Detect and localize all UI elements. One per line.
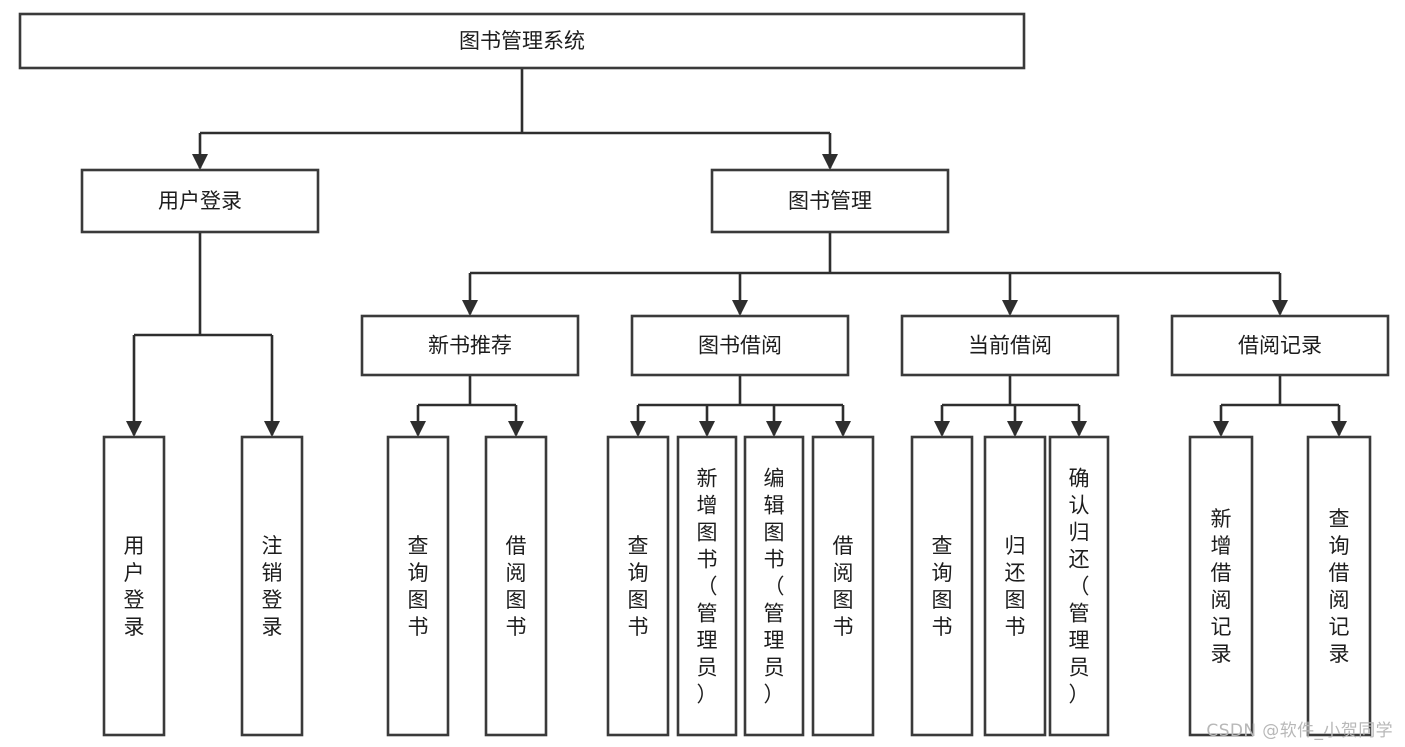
connector-layer [126, 68, 1347, 437]
node-label: 新书推荐 [428, 334, 512, 358]
arrow-head-icon [508, 421, 524, 437]
node-box[interactable] [710, 168, 950, 234]
connector-new-book-recommend-to-leaves [418, 375, 516, 407]
node-leaf-confirm-return[interactable]: 确认归还（管理员） [1048, 435, 1110, 737]
arrow-head-icon [462, 300, 478, 316]
node-leaf-user-login[interactable]: 用户登录 [102, 435, 166, 737]
node-box[interactable] [240, 435, 304, 737]
node-box[interactable] [900, 314, 1120, 377]
node-label: 查询图书 [628, 534, 649, 639]
node-box[interactable] [606, 435, 670, 737]
arrow-head-icon [732, 300, 748, 316]
node-leaf-query-record[interactable]: 查询借阅记录 [1306, 435, 1372, 737]
node-box[interactable] [1048, 435, 1110, 737]
node-box[interactable] [811, 435, 875, 737]
node-box[interactable] [910, 435, 974, 737]
node-new-book-recommend[interactable]: 新书推荐 [360, 314, 580, 377]
arrow-head-icon [1007, 421, 1023, 437]
arrow-head-icon [264, 421, 280, 437]
node-leaf-edit-book[interactable]: 编辑图书（管理员） [743, 435, 805, 737]
connector-bookmanage-to-level3 [470, 232, 1280, 275]
arrow-head-icon [1272, 300, 1288, 316]
arrow-head-icon [192, 154, 208, 170]
node-label: 新增借阅记录 [1211, 507, 1232, 666]
node-label: 新增图书（管理员） [697, 467, 718, 707]
node-root[interactable]: 图书管理系统 [18, 12, 1026, 70]
connector-borrow-record-to-leaves [1221, 375, 1339, 407]
arrow-head-icon [410, 421, 426, 437]
node-box[interactable] [360, 314, 580, 377]
node-leaf-query-book-3[interactable]: 查询图书 [910, 435, 974, 737]
connector-root-to-level2 [200, 68, 830, 135]
arrow-head-icon [1213, 421, 1229, 437]
node-label: 确认归还（管理员） [1069, 467, 1090, 707]
node-current-borrow[interactable]: 当前借阅 [900, 314, 1120, 377]
node-user-login[interactable]: 用户登录 [80, 168, 320, 234]
arrow-head-icon [1002, 300, 1018, 316]
node-box[interactable] [484, 435, 548, 737]
node-box[interactable] [1306, 435, 1372, 737]
arrow-head-icon [822, 154, 838, 170]
arrow-head-icon [630, 421, 646, 437]
arrow-head-icon [126, 421, 142, 437]
node-leaf-borrow-book-1[interactable]: 借阅图书 [484, 435, 548, 737]
node-box[interactable] [630, 314, 850, 377]
node-label: 归还图书 [1005, 534, 1026, 639]
node-book-borrow[interactable]: 图书借阅 [630, 314, 850, 377]
node-label: 查询图书 [408, 534, 429, 639]
watermark-text: CSDN @软件_小贺同学 [1206, 721, 1393, 741]
node-label: 图书管理系统 [459, 29, 585, 53]
node-box[interactable] [1188, 435, 1254, 737]
node-label: 图书管理 [788, 189, 872, 213]
node-leaf-query-book-1[interactable]: 查询图书 [386, 435, 450, 737]
node-book-manage[interactable]: 图书管理 [710, 168, 950, 234]
node-label: 借阅图书 [506, 534, 527, 639]
node-box[interactable] [18, 12, 1026, 70]
connector-userlogin-to-leaves [134, 232, 272, 337]
node-label: 借阅记录 [1238, 334, 1322, 358]
node-label: 借阅图书 [833, 534, 854, 639]
arrow-head-icon [835, 421, 851, 437]
node-box[interactable] [676, 435, 738, 737]
node-leaf-logout[interactable]: 注销登录 [240, 435, 304, 737]
arrow-head-icon [699, 421, 715, 437]
node-label: 用户登录 [124, 534, 145, 639]
node-label: 用户登录 [158, 189, 242, 213]
node-box[interactable] [102, 435, 166, 737]
connector-current-borrow-to-leaves [942, 375, 1079, 407]
node-leaf-return-book[interactable]: 归还图书 [983, 435, 1047, 737]
node-borrow-record[interactable]: 借阅记录 [1170, 314, 1390, 377]
node-leaf-borrow-book-2[interactable]: 借阅图书 [811, 435, 875, 737]
arrow-head-icon [766, 421, 782, 437]
node-leaf-add-book[interactable]: 新增图书（管理员） [676, 435, 738, 737]
node-label: 查询图书 [932, 534, 953, 639]
node-leaf-add-record[interactable]: 新增借阅记录 [1188, 435, 1254, 737]
connector-book-borrow-to-leaves [638, 375, 843, 407]
node-label: 查询借阅记录 [1329, 507, 1350, 666]
arrow-head-icon [1071, 421, 1087, 437]
node-label: 当前借阅 [968, 334, 1052, 358]
node-box[interactable] [1170, 314, 1390, 377]
node-leaf-query-book-2[interactable]: 查询图书 [606, 435, 670, 737]
node-box[interactable] [80, 168, 320, 234]
node-box[interactable] [983, 435, 1047, 737]
node-label: 注销登录 [262, 534, 283, 639]
node-label: 图书借阅 [698, 334, 782, 358]
arrow-head-icon [1331, 421, 1347, 437]
node-box[interactable] [386, 435, 450, 737]
node-box[interactable] [743, 435, 805, 737]
node-layer: 图书管理系统用户登录图书管理新书推荐图书借阅当前借阅借阅记录用户登录注销登录查询… [18, 12, 1390, 737]
node-label: 编辑图书（管理员） [764, 467, 785, 707]
arrow-head-icon [934, 421, 950, 437]
